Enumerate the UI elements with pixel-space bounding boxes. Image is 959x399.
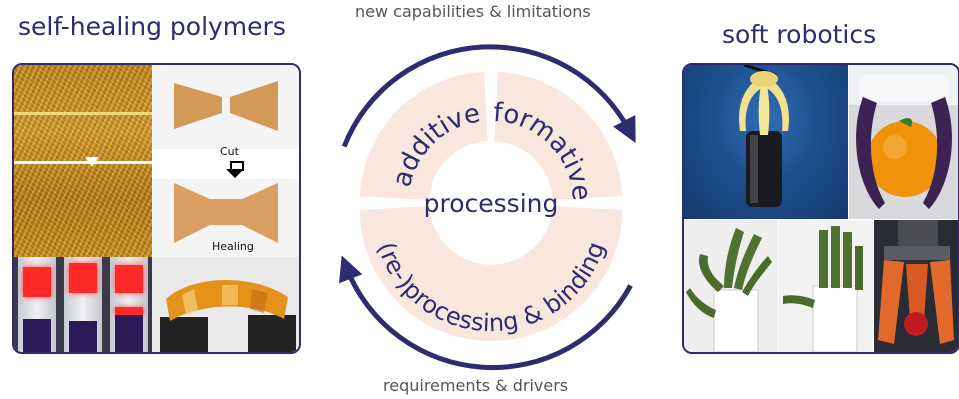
top-caption: new capabilities & limitations [355,2,591,21]
processing-center-label: processing [424,189,559,218]
cut-healing-photo: Cut Healing [152,65,299,257]
arrow-down-icon [85,157,99,167]
soft-robotics-photo-panel [682,63,959,354]
bottom-caption: requirements & drivers [383,376,569,395]
healing-label: Healing [212,240,254,253]
additive-segment [359,71,488,200]
stretched-sample-photo [152,257,299,352]
soft-gripper-orange-photo [849,65,958,219]
vials-photo [14,257,152,352]
cut-label: Cut [220,145,239,158]
arrow-down-icon [230,161,244,171]
bottom-cycle-arrow [339,255,633,370]
top-cycle-arrow [341,44,636,148]
crack-micrograph-photo [14,65,152,257]
soft-robotics-title: soft robotics [722,20,877,49]
processing-cycle-diagram: additive formative (re-)processing & bin… [339,44,636,370]
formative-segment [494,71,623,200]
soft-gripper-strawberry-photo [874,220,958,352]
soft-hand-open-photo [779,220,873,352]
self-healing-photo-panel: Cut Healing [12,63,301,354]
self-healing-polymers-title: self-healing polymers [18,12,286,41]
soft-gripper-weight-photo [684,65,848,219]
soft-hand-curled-photo [684,220,778,352]
reprocessing-binding-segment [359,206,623,342]
